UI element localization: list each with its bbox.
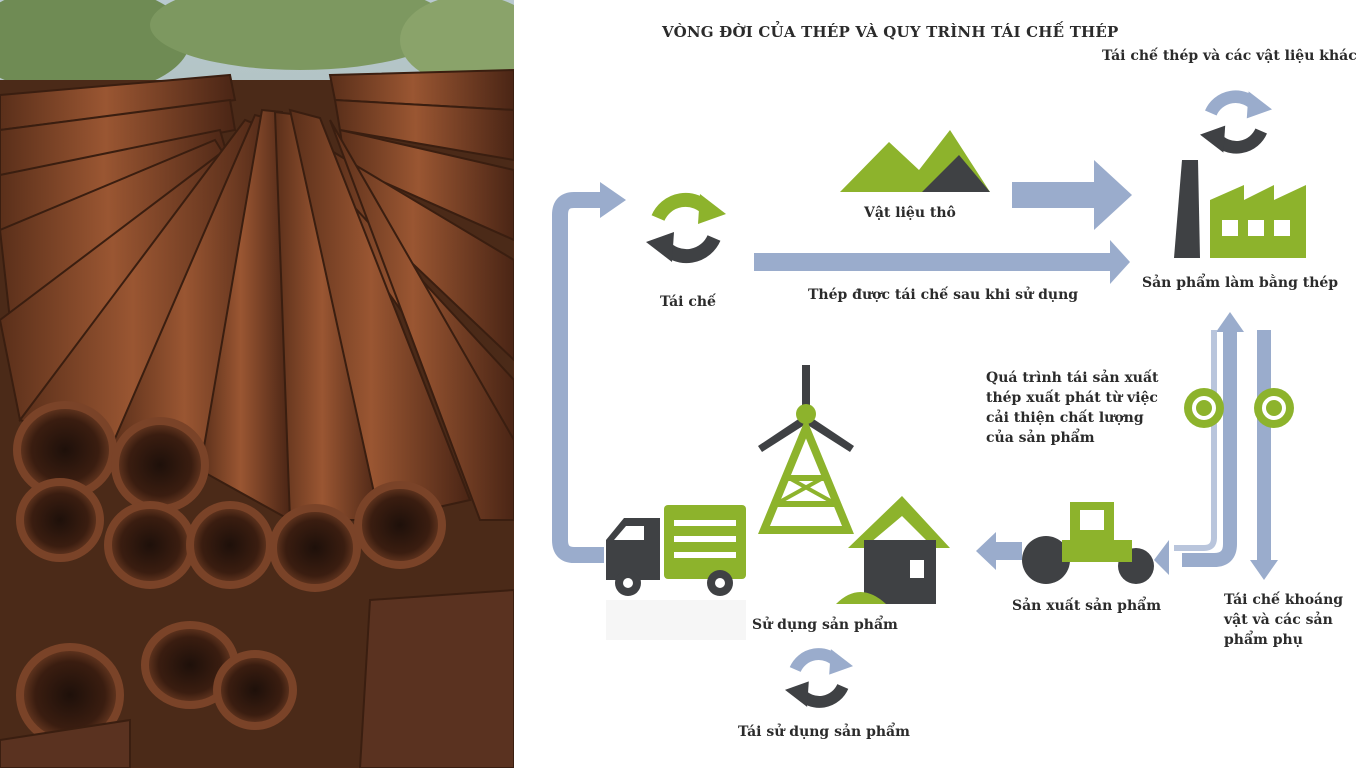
label-product-use: Sử dụng sản phẩm	[752, 617, 898, 633]
arrow-remanufacture-up	[1182, 330, 1237, 567]
steel-lifecycle-diagram: VÒNG ĐỜI CỦA THÉP VÀ QUY TRÌNH TÁI CHẾ T…	[514, 0, 1366, 768]
diagram-title: VÒNG ĐỜI CỦA THÉP VÀ QUY TRÌNH TÁI CHẾ T…	[662, 23, 1119, 41]
label-steel-recycled-after-use: Thép được tái chế sau khi sử dụng	[808, 287, 1079, 303]
recycle-icon	[646, 194, 726, 262]
remanufacturing-line: thép xuất phát từ việc	[986, 390, 1158, 406]
minerals-line: vật và các sản	[1224, 612, 1333, 628]
arrow-raw-to-factory	[1012, 182, 1094, 208]
remanufacturing-line: cải thiện chất lượng	[986, 410, 1144, 426]
label-manufacturing: Sản xuất sản phẩm	[1012, 598, 1162, 614]
diagram-graphics	[552, 90, 1306, 708]
truck-icon	[606, 505, 746, 640]
wind-turbine-icon	[758, 365, 854, 534]
remanufacturing-line: Quá trình tái sản xuất	[986, 370, 1159, 386]
minerals-line: Tái chế khoáng	[1224, 592, 1344, 608]
minerals-line: phẩm phụ	[1224, 632, 1303, 648]
recycle-badge-icon	[1254, 388, 1294, 428]
label-minerals: Tái chế khoáng vật và các sản phẩm phụ	[1224, 590, 1364, 650]
label-reuse: Tái sử dụng sản phẩm	[738, 724, 910, 740]
house-icon	[836, 496, 950, 604]
recycle-steel-icon	[1200, 90, 1272, 154]
label-raw-material: Vật liệu thô	[864, 205, 956, 221]
remanufacturing-line: của sản phẩm	[986, 430, 1095, 446]
recycle-badge-icon	[1184, 388, 1224, 428]
reuse-icon	[785, 648, 853, 708]
loop-arrow-left	[552, 192, 604, 563]
label-steel-products: Sản phẩm làm bằng thép	[1142, 275, 1339, 291]
label-remanufacturing: Quá trình tái sản xuất thép xuất phát từ…	[986, 368, 1176, 448]
label-recycle-steel-other: Tái chế thép và các vật liệu khác	[1102, 48, 1357, 64]
arrow-manufacture-to-use	[994, 542, 1022, 560]
label-recycle: Tái chế	[660, 294, 716, 310]
arrow-recycle-to-factory	[754, 253, 1112, 271]
mountain-icon	[840, 130, 990, 192]
steamroller-icon	[1022, 502, 1154, 584]
pipes-illustration	[0, 0, 514, 768]
rusty-steel-pipes-photo	[0, 0, 514, 768]
factory-icon	[1174, 160, 1306, 258]
